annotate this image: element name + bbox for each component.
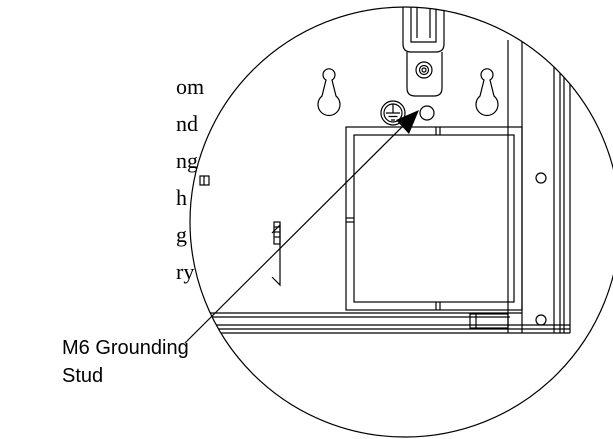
ground-symbol-icon (380, 100, 406, 126)
text-fragment-6: ry (176, 259, 194, 284)
bottom-rails (190, 312, 570, 334)
body-text-fragments: om nd ng h a g ry (176, 74, 204, 284)
keyhole-slot-right (475, 68, 499, 117)
left-features (199, 175, 281, 287)
callout-label: M6 Grounding Stud (62, 337, 189, 387)
grounding-stud (419, 105, 435, 121)
text-fragment-5: g (176, 222, 187, 247)
callout-line-2: Stud (62, 365, 103, 387)
detail-drawing (190, 7, 571, 334)
callout-leader (184, 110, 419, 344)
text-fragment-1: om (176, 74, 204, 99)
top-bracket (402, 7, 445, 97)
text-fragment-3: ng (176, 148, 198, 173)
callout-line-1: M6 Grounding (62, 337, 189, 359)
text-fragment-2: nd (176, 111, 198, 136)
keyhole-slot-left (317, 68, 341, 117)
magnifier-circle (189, 6, 613, 438)
